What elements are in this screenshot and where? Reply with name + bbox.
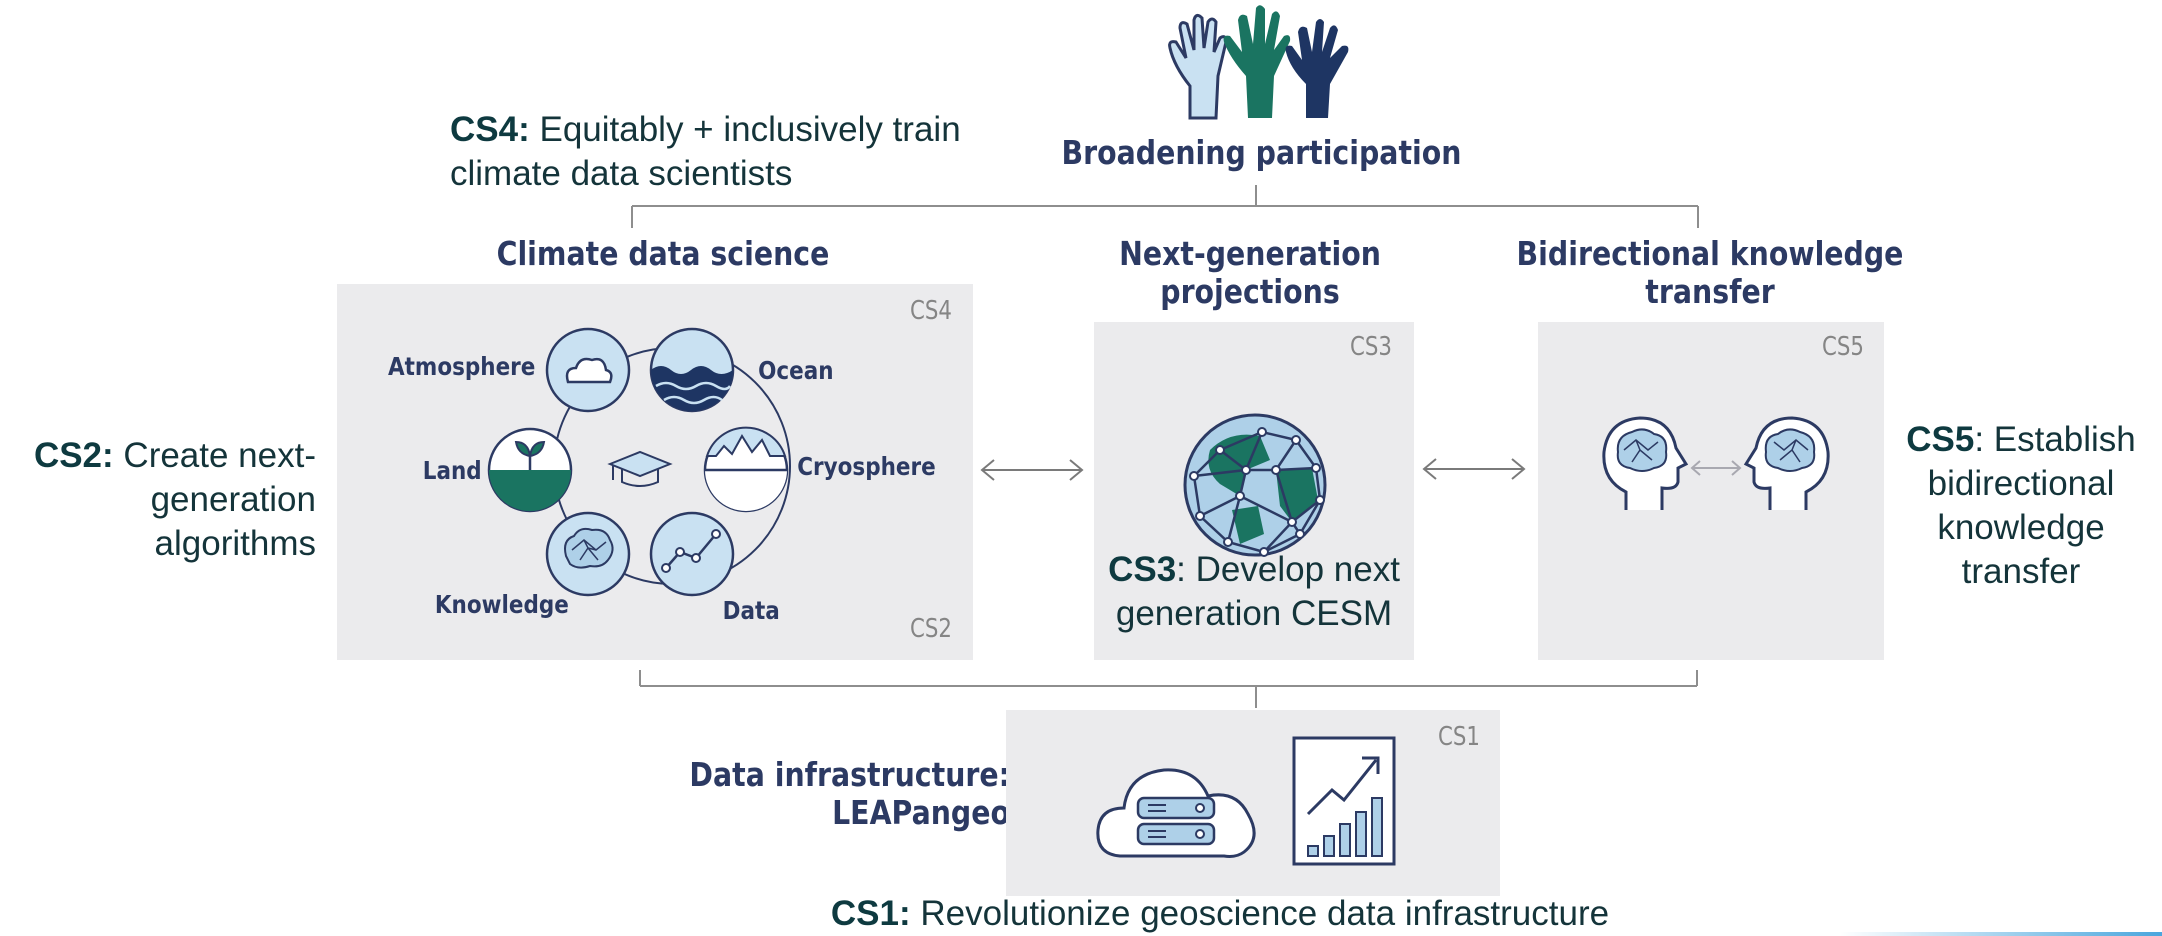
climate-data-science-heading: Climate data science xyxy=(496,234,830,273)
cs3-caption: CS3: Develop next generation CESM xyxy=(1104,548,1404,636)
cs4-caption-text: Equitably + inclusively train climate da… xyxy=(450,110,961,193)
node-atmosphere-label: Atmosphere xyxy=(387,352,536,381)
cryosphere-icon xyxy=(703,426,789,513)
cs5-caption-text: : Establish bidirectional knowledge tran… xyxy=(1927,420,2136,591)
globe-network-icon xyxy=(1183,413,1327,557)
climate-data-science-panel xyxy=(337,284,973,660)
land-icon xyxy=(487,427,573,513)
right-head-icon xyxy=(1743,416,1830,510)
bidirectional-heading-line2: transfer xyxy=(1645,272,1775,311)
cs3-caption-text: : Develop next generation CESM xyxy=(1115,550,1400,633)
cs4-caption: CS4: Equitably + inclusively train clima… xyxy=(450,108,1010,196)
node-knowledge-label: Knowledge xyxy=(434,590,569,619)
double-arrow-left xyxy=(980,459,1084,481)
bidirectional-heading-line1: Bidirectional knowledge xyxy=(1516,234,1904,273)
cs4-caption-code: CS4: xyxy=(450,110,530,149)
node-land-label: Land xyxy=(422,456,482,485)
bidirectional-heading: Bidirectional knowledge transfer xyxy=(1504,235,1917,311)
data-infrastructure-panel xyxy=(1006,710,1500,896)
cs2-caption: CS2: Create next-generation algorithms xyxy=(10,434,316,566)
knowledge-icon xyxy=(545,511,631,597)
ocean-icon xyxy=(649,327,735,413)
cs1-caption-code: CS1: xyxy=(830,894,911,933)
cs1-caption-text: Revolutionize geoscience data infrastruc… xyxy=(910,894,1610,933)
node-ocean-label: Ocean xyxy=(758,356,834,385)
atmosphere-icon xyxy=(545,327,631,413)
node-cryosphere-label: Cryosphere xyxy=(797,452,936,481)
bidirectional-panel xyxy=(1538,322,1884,660)
knowledge-transfer-heads-icon xyxy=(1602,416,1830,510)
cloud-server-icon xyxy=(1096,768,1256,858)
next-generation-heading-line2: projections xyxy=(1160,272,1340,311)
data-infrastructure-panel-tag: CS1 xyxy=(1438,722,1480,752)
climate-panel-tag-cs4: CS4 xyxy=(910,296,952,326)
cs5-caption-code: CS5 xyxy=(1906,420,1975,459)
raised-hands-icon xyxy=(1168,5,1349,120)
left-head-icon xyxy=(1602,416,1689,510)
next-generation-heading: Next-generation projections xyxy=(1087,235,1414,311)
data-infrastructure-heading: Data infrastructure: LEAPangeo xyxy=(683,756,1010,832)
next-generation-heading-line1: Next-generation xyxy=(1119,234,1381,273)
cs1-caption: CS1: Revolutionize geoscience data infra… xyxy=(700,892,1740,936)
corner-accent xyxy=(1840,932,2162,936)
data-icon xyxy=(649,511,735,597)
climate-cycle-diagram xyxy=(487,327,791,597)
cs3-caption-code: CS3 xyxy=(1108,550,1177,589)
double-arrow-right xyxy=(1422,458,1526,480)
climate-panel-tag-cs2: CS2 xyxy=(910,614,952,644)
bidirectional-panel-tag: CS5 xyxy=(1822,332,1864,362)
data-infrastructure-heading-line1: Data infrastructure: xyxy=(689,755,1010,794)
node-data-label: Data xyxy=(722,596,780,625)
cs5-caption: CS5: Establish bidirectional knowledge t… xyxy=(1890,418,2152,594)
growth-chart-icon xyxy=(1292,736,1396,866)
data-infrastructure-heading-line2: LEAPangeo xyxy=(832,793,1010,832)
next-generation-panel-tag: CS3 xyxy=(1350,332,1392,362)
cs2-caption-code: CS2: xyxy=(33,436,114,475)
graduation-cap-icon xyxy=(607,450,673,487)
broadening-participation-heading: Broadening participation xyxy=(1061,133,1462,172)
cs2-caption-text: Create next-generation algorithms xyxy=(113,436,316,563)
